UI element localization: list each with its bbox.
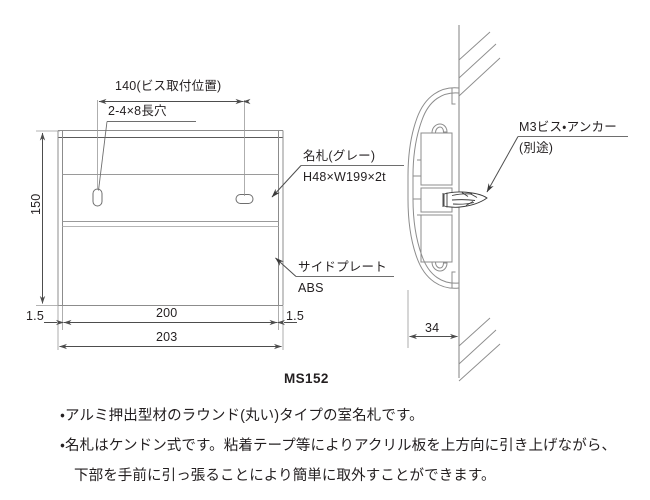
leader-nameplate-callout xyxy=(271,165,404,198)
callout-nameplate-spec: H48×W199×2t xyxy=(303,170,386,184)
front-view-outline xyxy=(58,130,283,306)
dimension-bottom-group xyxy=(44,306,297,350)
callout-nameplate-title: 名札(グレー) xyxy=(303,149,376,163)
note-line-1: ・アルミ押出型材のラウンド(丸い)タイプの室名札です。 xyxy=(60,408,424,424)
kendon-hook-top xyxy=(431,123,448,134)
dimension-label-inner-width: 200 xyxy=(156,306,178,320)
leader-anchor-callout xyxy=(486,136,628,193)
dimension-label-overall-width: 203 xyxy=(156,330,178,344)
dimension-depth-34 xyxy=(407,290,458,348)
dimension-height-150 xyxy=(36,130,60,306)
wall-hatch-top xyxy=(458,31,501,97)
note-line-3: 下部を手前に引っ張ることにより簡単に取外すことができます。 xyxy=(74,468,496,484)
dimension-label-right-edge: 1.5 xyxy=(286,309,304,323)
note-line-2: ・名札はケンドン式です。粘着テープ等によりアクリル板を上方向に引き上げながら、 xyxy=(60,438,617,454)
profile-outer-shell xyxy=(407,87,460,289)
front-view-band-lines xyxy=(62,174,279,227)
kendon-hook-bottom xyxy=(431,261,448,272)
profile-groove-lines xyxy=(417,159,421,216)
profile-internal-webs xyxy=(420,132,453,263)
callout-anchor-title: M3ビス・アンカー xyxy=(519,120,617,134)
profile-front-face xyxy=(407,175,422,200)
profile-wall-lips xyxy=(451,88,456,288)
dimension-label-left-edge: 1.5 xyxy=(26,309,44,323)
screw-slot-left xyxy=(92,188,103,207)
right-side-plate xyxy=(278,130,284,306)
dimension-label-slot-spec: 2-4×8長穴 xyxy=(108,104,167,118)
callout-sideplate-material: ABS xyxy=(298,281,324,295)
leader-slot-spec xyxy=(98,121,196,191)
dimension-label-depth: 34 xyxy=(425,321,440,335)
notes-block: ・アルミ押出型材のラウンド(丸い)タイプの室名札です。 ・名札はケンドン式です。… xyxy=(60,404,640,494)
left-side-plate xyxy=(57,130,63,306)
wall-anchor-icon xyxy=(442,191,488,208)
wall-hatch-bottom xyxy=(458,317,501,382)
dimension-label-screw-position: 140(ビス取付位置) xyxy=(115,79,222,93)
leader-sideplate-callout xyxy=(275,257,394,277)
dimension-screw-position xyxy=(97,98,251,196)
part-number-label: MS152 xyxy=(284,371,329,386)
side-view-group xyxy=(407,25,501,382)
dimension-label-height: 150 xyxy=(29,193,43,215)
front-view-group xyxy=(57,130,284,306)
callout-anchor-note: (別途) xyxy=(519,141,554,155)
callout-sideplate-title: サイドプレート xyxy=(298,260,387,274)
